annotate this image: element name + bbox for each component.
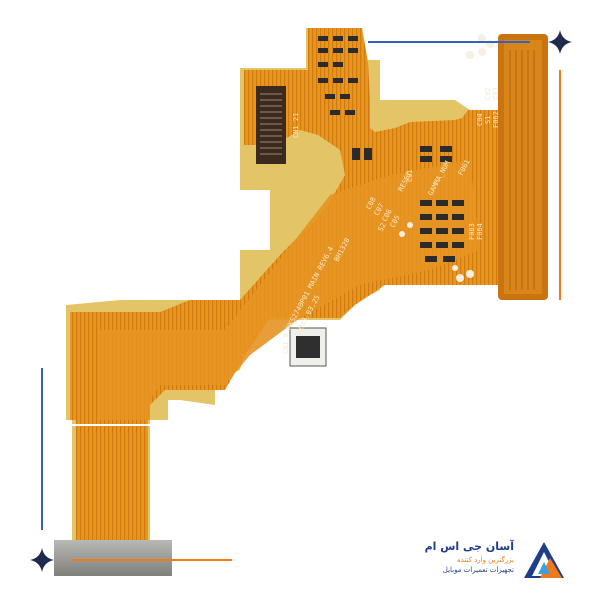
pcb-s2-label: S2 [377, 222, 388, 233]
brand-tagline-2: تجهیزات تعمیرات موبایل [442, 566, 514, 574]
pcb-f062-label: F062 [492, 111, 500, 128]
brand-logo-icon [524, 542, 564, 578]
brand-tagline-1: بزرگترین وارد کننده [457, 556, 514, 564]
pcb-c02-label: C02 [484, 87, 492, 100]
pcb-c01-label: C01 [406, 169, 414, 182]
pcb-s1-label: S1 [484, 116, 492, 124]
pcb-connector-bottom-label: CN1 B [282, 333, 290, 354]
star-icon-top [548, 30, 572, 54]
pcb-connector-top-label: CN1 21 [292, 113, 300, 138]
smd-components [318, 36, 464, 262]
brand-block: آسان جی اس ام بزرگترین وارد کننده تجهیزا… [425, 538, 570, 588]
pcb-f064-label: F064 [476, 223, 484, 240]
bottom-metal-connector [54, 540, 172, 576]
star-icon-bottom [30, 548, 54, 572]
pcb-f063-label: F063 [468, 223, 476, 240]
pcb-diagonal-band [100, 160, 480, 420]
pcb-c04-label: C04 [476, 113, 484, 126]
top-connector-socket [256, 86, 286, 164]
brand-name: آسان جی اس ام [424, 540, 514, 553]
pcb-c03-label: C03 [492, 87, 500, 100]
right-connector-pins [509, 50, 535, 290]
silkscreen-dots [399, 34, 494, 282]
